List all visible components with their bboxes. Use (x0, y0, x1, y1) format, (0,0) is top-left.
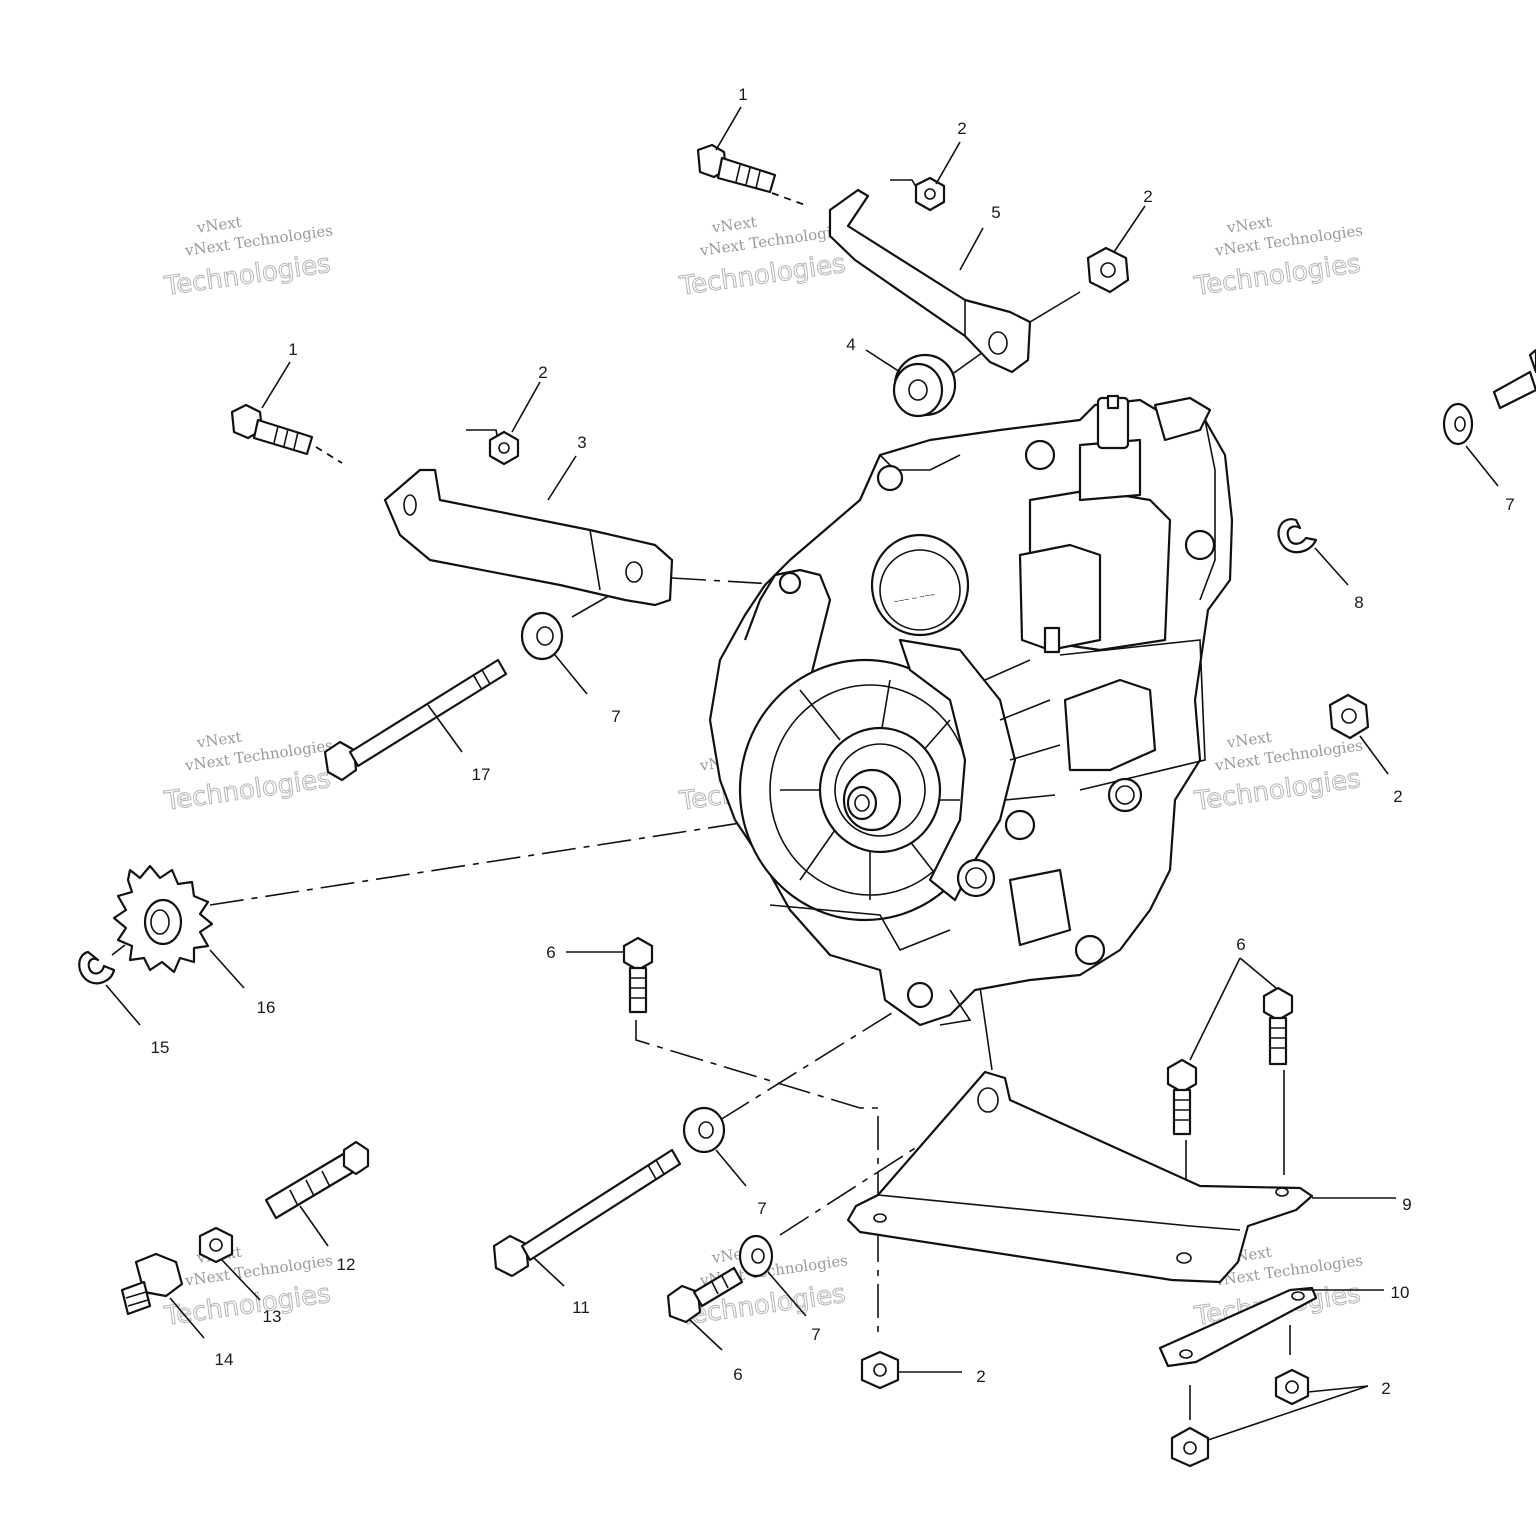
watermark-line1: vNext (195, 728, 243, 752)
callout-17: 17 (472, 765, 491, 784)
part-11-long-bolt (492, 1148, 682, 1278)
callout-8: 8 (1354, 593, 1363, 612)
part-7-washer-a (520, 611, 564, 661)
part-14-plug (120, 1252, 184, 1316)
callout-7: 7 (811, 1325, 820, 1344)
callout-1: 1 (738, 85, 747, 104)
part-15-clip (78, 950, 116, 985)
part-1-bolt-top (696, 143, 777, 194)
callout-6: 6 (1236, 935, 1245, 954)
callout-5: 5 (991, 203, 1000, 222)
watermark-line1: vNext (1225, 728, 1273, 752)
part-17-long-bolt (323, 658, 508, 782)
part-12-stud (264, 1140, 370, 1220)
callout-6: 6 (733, 1365, 742, 1384)
callout-11: 11 (572, 1298, 590, 1317)
watermark-4: vNext vNext Technologies Technologies (161, 728, 334, 818)
part-1-bolt-left (230, 403, 314, 456)
callout-1: 1 (288, 340, 297, 359)
callout-10: 10 (1391, 1283, 1410, 1302)
part-10-strap (1158, 1286, 1318, 1368)
watermark-line1: vNext (1225, 213, 1273, 237)
callout-9: 9 (1402, 1195, 1411, 1214)
part-13-nut (198, 1226, 234, 1264)
part-6-bolt-d (666, 1266, 744, 1324)
part-2-nut-a (914, 176, 946, 212)
callout-2: 2 (1381, 1379, 1390, 1398)
watermark-7: vNext vNext Technologies Technologies (161, 1243, 334, 1333)
callout-2: 2 (1143, 187, 1152, 206)
callout-4: 4 (846, 335, 855, 354)
part-2-nut-b (1086, 246, 1130, 294)
part-2-nut-c (488, 430, 520, 466)
part-5-bracket (828, 188, 1032, 374)
part-7-washer-d (738, 1234, 774, 1278)
part-8-clip (1277, 518, 1318, 554)
part-2-nut-d (1328, 693, 1370, 740)
watermark-1: vNext vNext Technologies Technologies (161, 213, 334, 303)
callout-7: 7 (611, 707, 620, 726)
callout-16: 16 (257, 998, 276, 1017)
callout-2: 2 (538, 363, 547, 382)
part-2-nut-e (860, 1350, 900, 1390)
transmission-assembly: ~~~ ~ ~~~ (708, 394, 1234, 1027)
callout-7: 7 (1505, 495, 1514, 514)
part-3-bracket (383, 468, 674, 607)
watermark-3: vNext vNext Technologies Technologies (1191, 213, 1364, 303)
callout-3: 3 (577, 433, 586, 452)
part-7-washer-c (682, 1106, 726, 1154)
watermark-2: vNext vNext Technologies Technologies (676, 213, 849, 303)
callout-6: 6 (546, 943, 555, 962)
callout-2: 2 (1393, 787, 1402, 806)
watermark-line1: vNext (710, 213, 758, 237)
watermark-line1: vNext (195, 213, 243, 237)
callout-12: 12 (337, 1255, 356, 1274)
leader-lines (105, 106, 1499, 1441)
part-2-nut-f (1274, 1368, 1310, 1406)
callout-13: 13 (263, 1307, 282, 1326)
callout-7: 7 (757, 1199, 766, 1218)
callouts: 1 2 5 2 4 1 2 3 7 7 8 2 17 16 15 6 6 7 9… (151, 85, 1515, 1398)
part-16-sprocket (112, 864, 214, 974)
part-2-nut-g (1170, 1426, 1210, 1468)
part-7-washer-b (1442, 348, 1536, 446)
callout-15: 15 (151, 1038, 170, 1057)
part-6-bolt-a (622, 936, 654, 1014)
callout-14: 14 (215, 1350, 234, 1369)
part-4-bushing (892, 353, 957, 418)
part-9-mount-plate (846, 1070, 1314, 1284)
part-6-bolt-c (1262, 986, 1294, 1066)
callout-2: 2 (957, 119, 966, 138)
callout-2: 2 (976, 1367, 985, 1386)
part-6-bolt-b (1166, 1058, 1198, 1136)
